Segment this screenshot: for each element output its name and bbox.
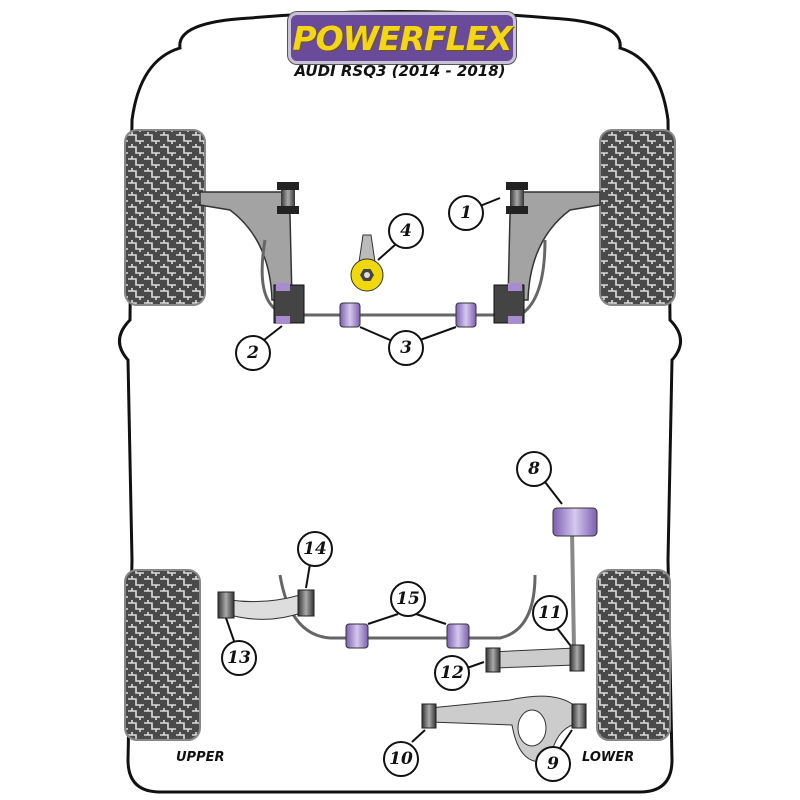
callout-10[interactable]: 10 [383,741,419,777]
callout-9[interactable]: 9 [535,746,571,782]
front-right-rear-bush [493,283,525,324]
drop-link-bush [552,507,598,537]
front-arb-bush-right [455,302,477,328]
callout-1[interactable]: 1 [448,195,484,231]
rear-arb-bush-left [345,623,369,649]
rear-arb-bush-right [446,623,470,649]
lower-label: LOWER [582,750,635,765]
callout-12[interactable]: 12 [434,655,470,691]
vehicle-title: AUDI RSQ3 (2014 - 2018) [294,62,506,80]
tyre-front-left [124,129,206,306]
front-right-vertical-bush [506,182,528,214]
tyre-rear-left [124,569,201,741]
front-arb-bush-left [339,302,361,328]
callout-13[interactable]: 13 [221,640,257,676]
logo-text: POWERFLEX [292,18,512,58]
callout-14[interactable]: 14 [297,531,333,567]
drop-link [570,529,576,651]
powerflex-logo: POWERFLEX [288,12,516,64]
callout-4[interactable]: 4 [388,213,424,249]
upper-label: UPPER [176,750,225,765]
callout-8[interactable]: 8 [516,451,552,487]
front-left-vertical-bush [277,182,299,214]
callout-2[interactable]: 2 [235,335,271,371]
callout-arrows [225,197,573,749]
callout-3[interactable]: 3 [388,330,424,366]
tyre-front-right [599,129,676,306]
rear-lower-link [489,647,576,669]
callout-15[interactable]: 15 [390,581,426,617]
callout-11[interactable]: 11 [532,595,568,631]
tyre-rear-right [596,569,671,741]
front-left-rear-bush [273,283,305,324]
